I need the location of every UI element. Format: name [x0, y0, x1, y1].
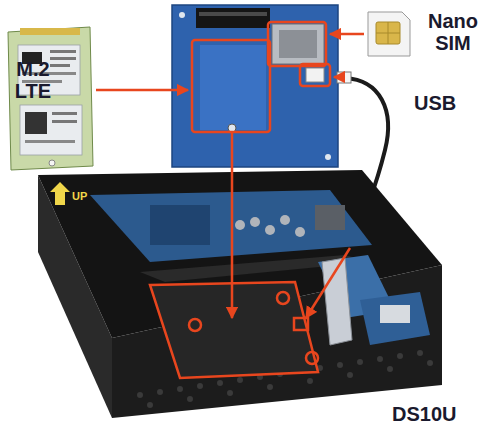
leader-arrows	[96, 34, 364, 318]
nano-sim	[368, 12, 410, 56]
part-label: Nano SIM	[416, 10, 490, 54]
chassis	[38, 170, 442, 418]
orientation-mark: UP	[72, 190, 102, 202]
part-label: USB	[414, 92, 478, 114]
product-name: DS10U	[392, 403, 487, 425]
part-label: M.2 LTE	[4, 58, 62, 102]
adapter-board	[172, 5, 338, 167]
